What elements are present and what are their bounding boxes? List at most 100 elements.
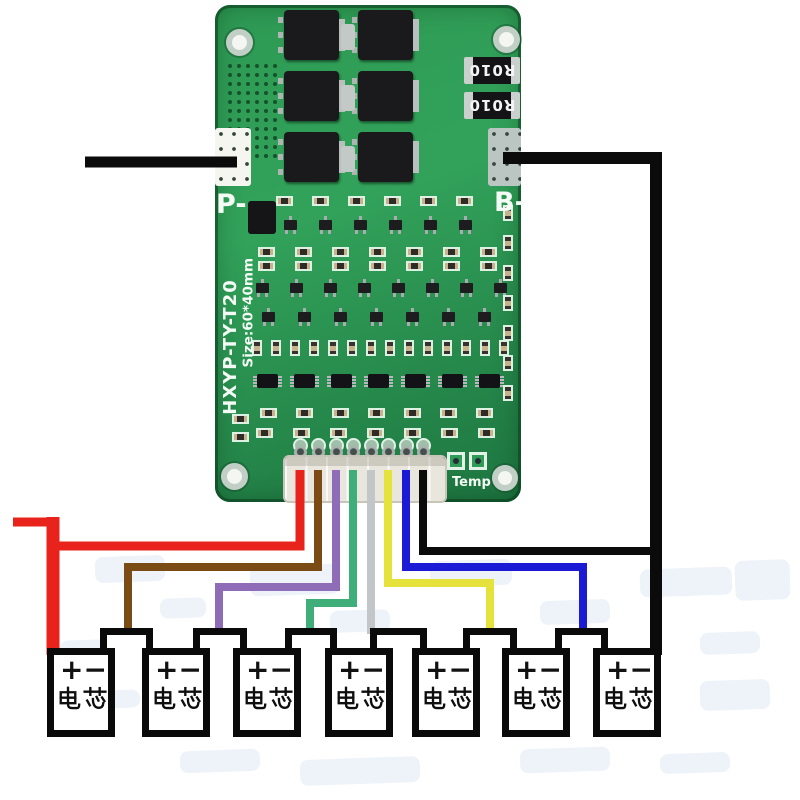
smd-res-h: [312, 196, 329, 206]
smd-sot: [478, 308, 491, 326]
battery-cell: +−电芯: [47, 648, 115, 737]
via-dot: [273, 127, 277, 131]
cell-positive-label: +: [515, 653, 539, 686]
temp-sensor-pad: [447, 452, 465, 470]
mosfet-chip: [352, 71, 419, 121]
cell-negative-label: −: [83, 653, 107, 686]
via-dot: [237, 64, 241, 68]
smd-sot: [460, 279, 473, 297]
smd-res-v: [480, 340, 490, 356]
smd-soic: [438, 374, 467, 388]
mounting-hole: [226, 29, 253, 56]
via-dot: [273, 64, 277, 68]
battery-cell: +−电芯: [502, 648, 570, 737]
smd-res-h: [369, 247, 386, 257]
via-dot: [237, 73, 241, 77]
via-dot: [255, 91, 259, 95]
via-dot: [255, 145, 259, 149]
via-dot: [273, 91, 277, 95]
smd-res-v: [503, 355, 513, 371]
smd-sot: [494, 279, 507, 297]
smd-sot: [290, 279, 303, 297]
smd-res-h: [369, 261, 386, 271]
smd-res-v: [503, 265, 513, 281]
cell-terminals: +−: [240, 655, 294, 684]
smd-sot: [392, 279, 405, 297]
cell-terminals: +−: [332, 655, 386, 684]
smd-res-h: [480, 261, 497, 271]
smd-sot: [424, 216, 437, 234]
cell-positive-label: +: [246, 653, 270, 686]
via-dot: [237, 118, 241, 122]
via-dot: [255, 109, 259, 113]
via-dot: [228, 73, 232, 77]
via-dot: [228, 64, 232, 68]
smd-sot: [426, 279, 439, 297]
cell-name-glyphs: 电芯: [600, 686, 654, 712]
via-dot: [273, 109, 277, 113]
cell-name-glyphs: 电芯: [419, 686, 473, 712]
smd-res-h: [232, 414, 249, 424]
smd-sot: [262, 308, 275, 326]
smd-res-v: [503, 295, 513, 311]
smd-res-h: [384, 196, 401, 206]
smd-res-h: [404, 428, 421, 438]
glyph-dian: [245, 686, 266, 710]
via-dot: [228, 82, 232, 86]
via-dot: [228, 91, 232, 95]
via-dot: [264, 109, 268, 113]
via-dot: [255, 73, 259, 77]
via-dot: [264, 136, 268, 140]
glyph-xin: [447, 686, 472, 710]
via-dot: [273, 82, 277, 86]
balance-wire-blue: [402, 470, 587, 634]
mounting-hole: [493, 26, 520, 53]
glyph-xin: [628, 686, 653, 710]
smd-res-h: [256, 428, 273, 438]
smd-res-h: [368, 408, 385, 418]
smd-res-v: [290, 340, 300, 356]
smd-sot: [358, 279, 371, 297]
mosfet-chip: [352, 10, 419, 60]
cell-terminals: +−: [419, 655, 473, 684]
smd-soic: [401, 374, 430, 388]
cell-negative-label: −: [269, 653, 293, 686]
via-dot: [264, 91, 268, 95]
battery-cell: +−电芯: [142, 648, 210, 737]
balance-wire-black: [419, 470, 658, 555]
smd-res-v: [404, 340, 414, 356]
cell-positive-label: +: [338, 653, 362, 686]
smd-res-h: [348, 196, 365, 206]
smd-soic: [290, 374, 319, 388]
cell-name-glyphs: 电芯: [240, 686, 294, 712]
smd-res-h: [330, 428, 347, 438]
smd-res-h: [443, 247, 460, 257]
via-dot: [255, 100, 259, 104]
via-dot: [273, 154, 277, 158]
temp-sensor-pad: [469, 452, 487, 470]
via-dot: [264, 145, 268, 149]
cell-name-glyphs: 电芯: [509, 686, 563, 712]
glyph-dian: [424, 686, 445, 710]
battery-cell: +−电芯: [412, 648, 480, 737]
smd-res-h: [260, 408, 277, 418]
smd-res-v: [366, 340, 376, 356]
balance-connector: [283, 455, 447, 503]
battery-cell: +−电芯: [325, 648, 393, 737]
cell-negative-label: −: [178, 653, 202, 686]
smd-res-h: [406, 247, 423, 257]
glyph-dian: [514, 686, 535, 710]
smd-res-h: [440, 408, 457, 418]
smd-sot: [298, 308, 311, 326]
via-dot: [273, 145, 277, 149]
smd-res-v: [271, 340, 281, 356]
via-dot: [264, 154, 268, 158]
smd-res-h: [406, 261, 423, 271]
via-dot: [273, 100, 277, 104]
balance-wire-purple: [215, 470, 340, 634]
smd-res-h: [443, 261, 460, 271]
via-dot: [246, 64, 250, 68]
mounting-hole: [492, 465, 518, 491]
